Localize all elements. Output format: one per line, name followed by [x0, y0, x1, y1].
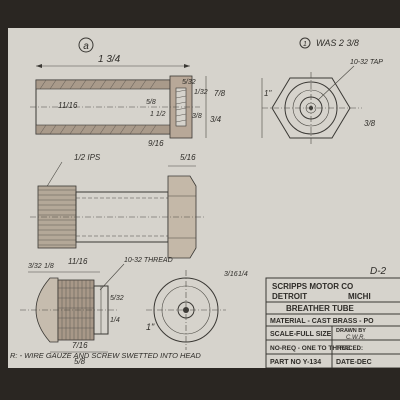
revision-number: 1	[303, 41, 307, 48]
dim-small-b: 1/32	[194, 89, 208, 96]
ips-thread-label: 1/2 IPS	[74, 153, 101, 162]
overall-length-dim: 1 3/4	[98, 54, 121, 65]
hex-end-view: 10-32 TAP 1" 3/8	[261, 59, 383, 146]
scale: SCALE-FULL SIZE	[270, 331, 332, 338]
dim-chamfer: 9/16	[148, 139, 164, 148]
hex-outline	[271, 77, 351, 139]
dim-f: 7/16	[72, 341, 88, 350]
material: MATERIAL - CAST BRASS - PO	[270, 318, 374, 325]
assembly-note: R: - WIRE GAUZE AND SCREW SWETTED INTO H…	[10, 351, 201, 360]
dim-flats: 1"	[264, 89, 272, 98]
dim-j: 1"	[146, 322, 155, 332]
date: DATE-DEC	[336, 359, 372, 366]
dim-head-dia: 3/4	[210, 115, 222, 124]
tap-label: 10-32 TAP	[350, 59, 383, 66]
view-label-circle	[78, 37, 94, 53]
bottom-thread-label: 10-32 THREAD	[124, 257, 173, 264]
revision-note: 1 WAS 2 3/8	[299, 37, 359, 49]
drawn-by: C.W.R.	[346, 335, 365, 341]
plug-side-view: 1/2 IPS 5/16	[30, 153, 204, 259]
dim-b: 1/8	[44, 263, 54, 270]
dim-offset: 3/8	[364, 119, 376, 128]
view-label: a	[83, 41, 89, 52]
part-number: PART NO Y-134	[270, 359, 321, 366]
dim-small-a: 5/32	[182, 79, 196, 86]
drawing-number: D-2	[370, 266, 387, 277]
dim-a: 3/32	[28, 263, 42, 270]
dim-left: 11/16	[58, 101, 78, 110]
top-section-view: a 1 3/4	[30, 37, 226, 148]
dim-small-c: 3/8	[192, 113, 202, 120]
drawing-sheet: a 1 3/4	[8, 28, 400, 368]
dim-g: 5/8	[74, 357, 86, 366]
bottom-assembly-view: 3/32 1/8 11/16 10-32 THREAD 5/32 1/4 7/1…	[20, 257, 248, 366]
part-name: BREATHER TUBE	[286, 304, 355, 313]
dim-c: 11/16	[68, 257, 88, 266]
no-required: NO-REQ - ONE TO THREE	[270, 345, 351, 352]
dim-i: 1/4	[238, 271, 248, 278]
traced-label: TRACED:	[336, 346, 363, 352]
location-right: MICHI	[348, 292, 371, 301]
dim-e: 1/4	[110, 317, 120, 324]
dim-head: 7/8	[214, 89, 226, 98]
company-name: SCRIPPS MOTOR CO	[272, 282, 353, 291]
dim-head-len: 5/16	[180, 153, 196, 162]
dim-h: 3/16	[224, 271, 238, 278]
location-left: DETROIT	[272, 292, 307, 301]
title-block: D-2 SCRIPPS MOTOR CO DETROIT MICHI BREAT…	[265, 266, 400, 368]
dim-right-a: 5/8	[146, 99, 156, 106]
dim-right-b: 1 1/2	[150, 111, 166, 118]
dim-d: 5/32	[110, 295, 124, 302]
drawn-by-label: DRAWN BY	[336, 328, 366, 334]
revision-text: WAS 2 3/8	[316, 38, 359, 48]
engineering-drawing: a 1 3/4	[10, 37, 400, 368]
